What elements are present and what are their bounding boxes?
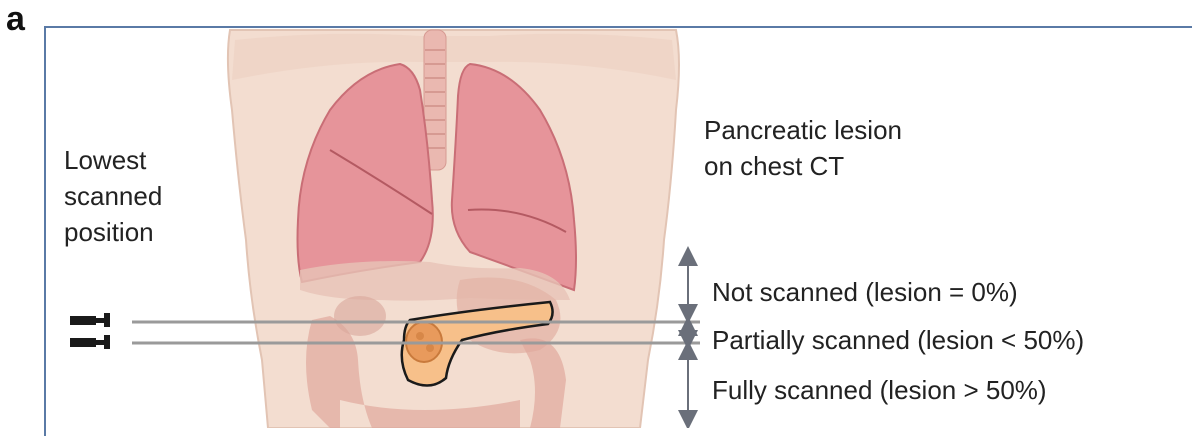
- torso-silhouette: [228, 30, 679, 428]
- kidney: [334, 296, 386, 336]
- lesion-texture: [426, 344, 434, 352]
- label-line: Lowest: [64, 142, 234, 178]
- scanner-icon: [70, 313, 110, 327]
- label-line: Pancreatic lesion: [704, 112, 902, 148]
- lowest-scanned-position-label: Lowest scanned position: [64, 142, 234, 250]
- pancreatic-lesion-label: Pancreatic lesion on chest CT: [704, 112, 902, 184]
- label-line: on chest CT: [704, 148, 902, 184]
- label-line: scanned: [64, 178, 234, 214]
- scanner-icon: [70, 335, 110, 349]
- lesion-texture: [416, 332, 424, 340]
- not-scanned-label: Not scanned (lesion = 0%): [712, 274, 1018, 310]
- label-line: position: [64, 214, 234, 250]
- fully-scanned-label: Fully scanned (lesion > 50%): [712, 372, 1047, 408]
- partially-scanned-label: Partially scanned (lesion < 50%): [712, 322, 1084, 358]
